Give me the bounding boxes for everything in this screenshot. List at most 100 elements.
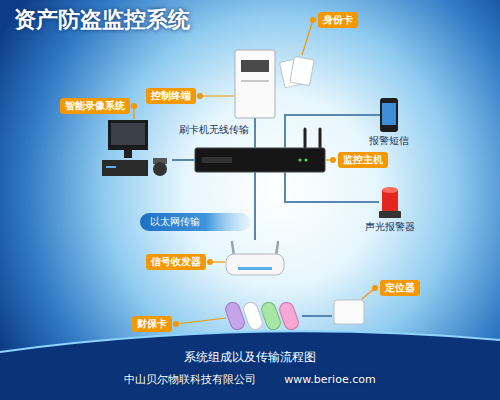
device-node: 控制终端: [235, 50, 275, 118]
asset-tag: [224, 300, 247, 331]
dvr-led: [106, 166, 116, 168]
edge-label: 以太网传输: [150, 216, 200, 228]
monitor-host-icon: [195, 129, 325, 172]
phone-body: [380, 98, 398, 132]
alarm-lamp-top: [382, 187, 398, 193]
label-pill: 身份卡: [318, 12, 358, 28]
monitor-stand: [124, 150, 132, 158]
host-rack: [195, 148, 325, 172]
device-caption: 报警短信: [369, 135, 409, 147]
card-reader-screen: [241, 60, 269, 72]
node-text: 控制终端: [151, 90, 191, 101]
asset-tag: [260, 300, 283, 331]
connector: [285, 172, 379, 202]
caption: 系统组成以及传输流程图: [0, 350, 500, 365]
label-pill: 信号收发器: [146, 254, 206, 270]
alarm-base: [379, 211, 401, 218]
leader-line: [176, 318, 226, 324]
edge-label-text: 以太网传输: [150, 216, 200, 227]
antenna: [319, 129, 322, 148]
label-pill: 控制终端: [146, 88, 196, 104]
device-node: 信号收发器: [225, 240, 285, 278]
label-pill: 财保卡: [132, 316, 172, 332]
device-node: 身份卡: [278, 56, 314, 88]
transmission-band: [140, 213, 250, 231]
phone-screen: [382, 103, 396, 125]
leader-dot: [330, 157, 336, 163]
id-card: [290, 56, 314, 85]
leader-dots: [131, 17, 378, 327]
alarm-lamp: [382, 190, 398, 212]
asset-tags-icon: [224, 300, 301, 331]
footer-label: www.berioe.com: [284, 373, 375, 387]
leader-lines: [134, 20, 375, 324]
connector: [302, 315, 332, 317]
leader-line: [200, 95, 234, 96]
leader-dot: [310, 17, 316, 23]
node-text: 智能录像系统: [65, 100, 125, 111]
id-card-icon: [280, 56, 315, 87]
router-led: [238, 267, 272, 270]
connector: [172, 159, 195, 161]
locator-body: [334, 300, 364, 324]
router-body: [226, 254, 284, 275]
leader-dot: [207, 259, 213, 265]
connector: [254, 172, 256, 240]
node-text: 身份卡: [323, 14, 353, 25]
dvr-box: [102, 160, 148, 176]
earth-arc: [0, 331, 500, 400]
edge-label: 刷卡机无线传输: [179, 124, 249, 136]
device-node: 智能录像系统: [100, 118, 172, 182]
leader-line: [302, 20, 313, 55]
title-text: 资产防盗监控系统: [14, 7, 190, 32]
device-node: 财保卡: [222, 298, 302, 334]
leader-dot: [372, 285, 378, 291]
antenna: [304, 129, 307, 148]
leader-dot: [173, 321, 179, 327]
connector: [254, 118, 256, 148]
label-pill: 智能录像系统: [60, 98, 130, 114]
host-led: [305, 159, 308, 162]
device-node: 声光报警器: [379, 186, 401, 218]
label-pill: 定位器: [380, 280, 420, 296]
label-pill: 监控主机: [338, 152, 388, 168]
footer: 中山贝尔物联科技有限公司 www.berioe.com: [0, 373, 500, 387]
node-text: 声光报警器: [365, 221, 415, 232]
video-recorder-icon: [102, 120, 167, 176]
monitor-screen: [111, 123, 145, 145]
host-panel: [202, 157, 232, 163]
host-led: [299, 159, 302, 162]
device-caption: 声光报警器: [365, 221, 415, 233]
device-node: 报警短信: [380, 98, 398, 132]
alarm-light-icon: [379, 187, 401, 218]
leader-dot: [131, 103, 137, 109]
edge-label-text: 刷卡机无线传输: [179, 124, 249, 135]
earth-glow: [0, 331, 500, 352]
camera-dome: [153, 162, 167, 176]
leader-dot: [197, 93, 203, 99]
device-node: 定位器: [332, 298, 366, 326]
title: 资产防盗监控系统: [14, 7, 190, 33]
card-reader-body: [235, 50, 275, 118]
node-text: 监控主机: [343, 154, 383, 165]
device-node: 监控主机: [195, 148, 325, 172]
phone-icon: [380, 98, 398, 132]
node-text: 报警短信: [369, 135, 409, 146]
locator-icon: [334, 300, 364, 324]
monitor-frame: [108, 120, 148, 150]
node-text: 信号收发器: [151, 256, 201, 267]
connector: [285, 115, 380, 148]
asset-tag: [242, 300, 265, 331]
node-text: 财保卡: [137, 318, 167, 329]
card-reader-slot: [241, 80, 269, 82]
caption-text: 系统组成以及传输流程图: [184, 350, 316, 364]
card-reader-icon: [235, 50, 275, 118]
asset-tag: [278, 300, 301, 331]
footer-label: 中山贝尔物联科技有限公司: [124, 373, 256, 387]
router-icon: [226, 242, 284, 275]
